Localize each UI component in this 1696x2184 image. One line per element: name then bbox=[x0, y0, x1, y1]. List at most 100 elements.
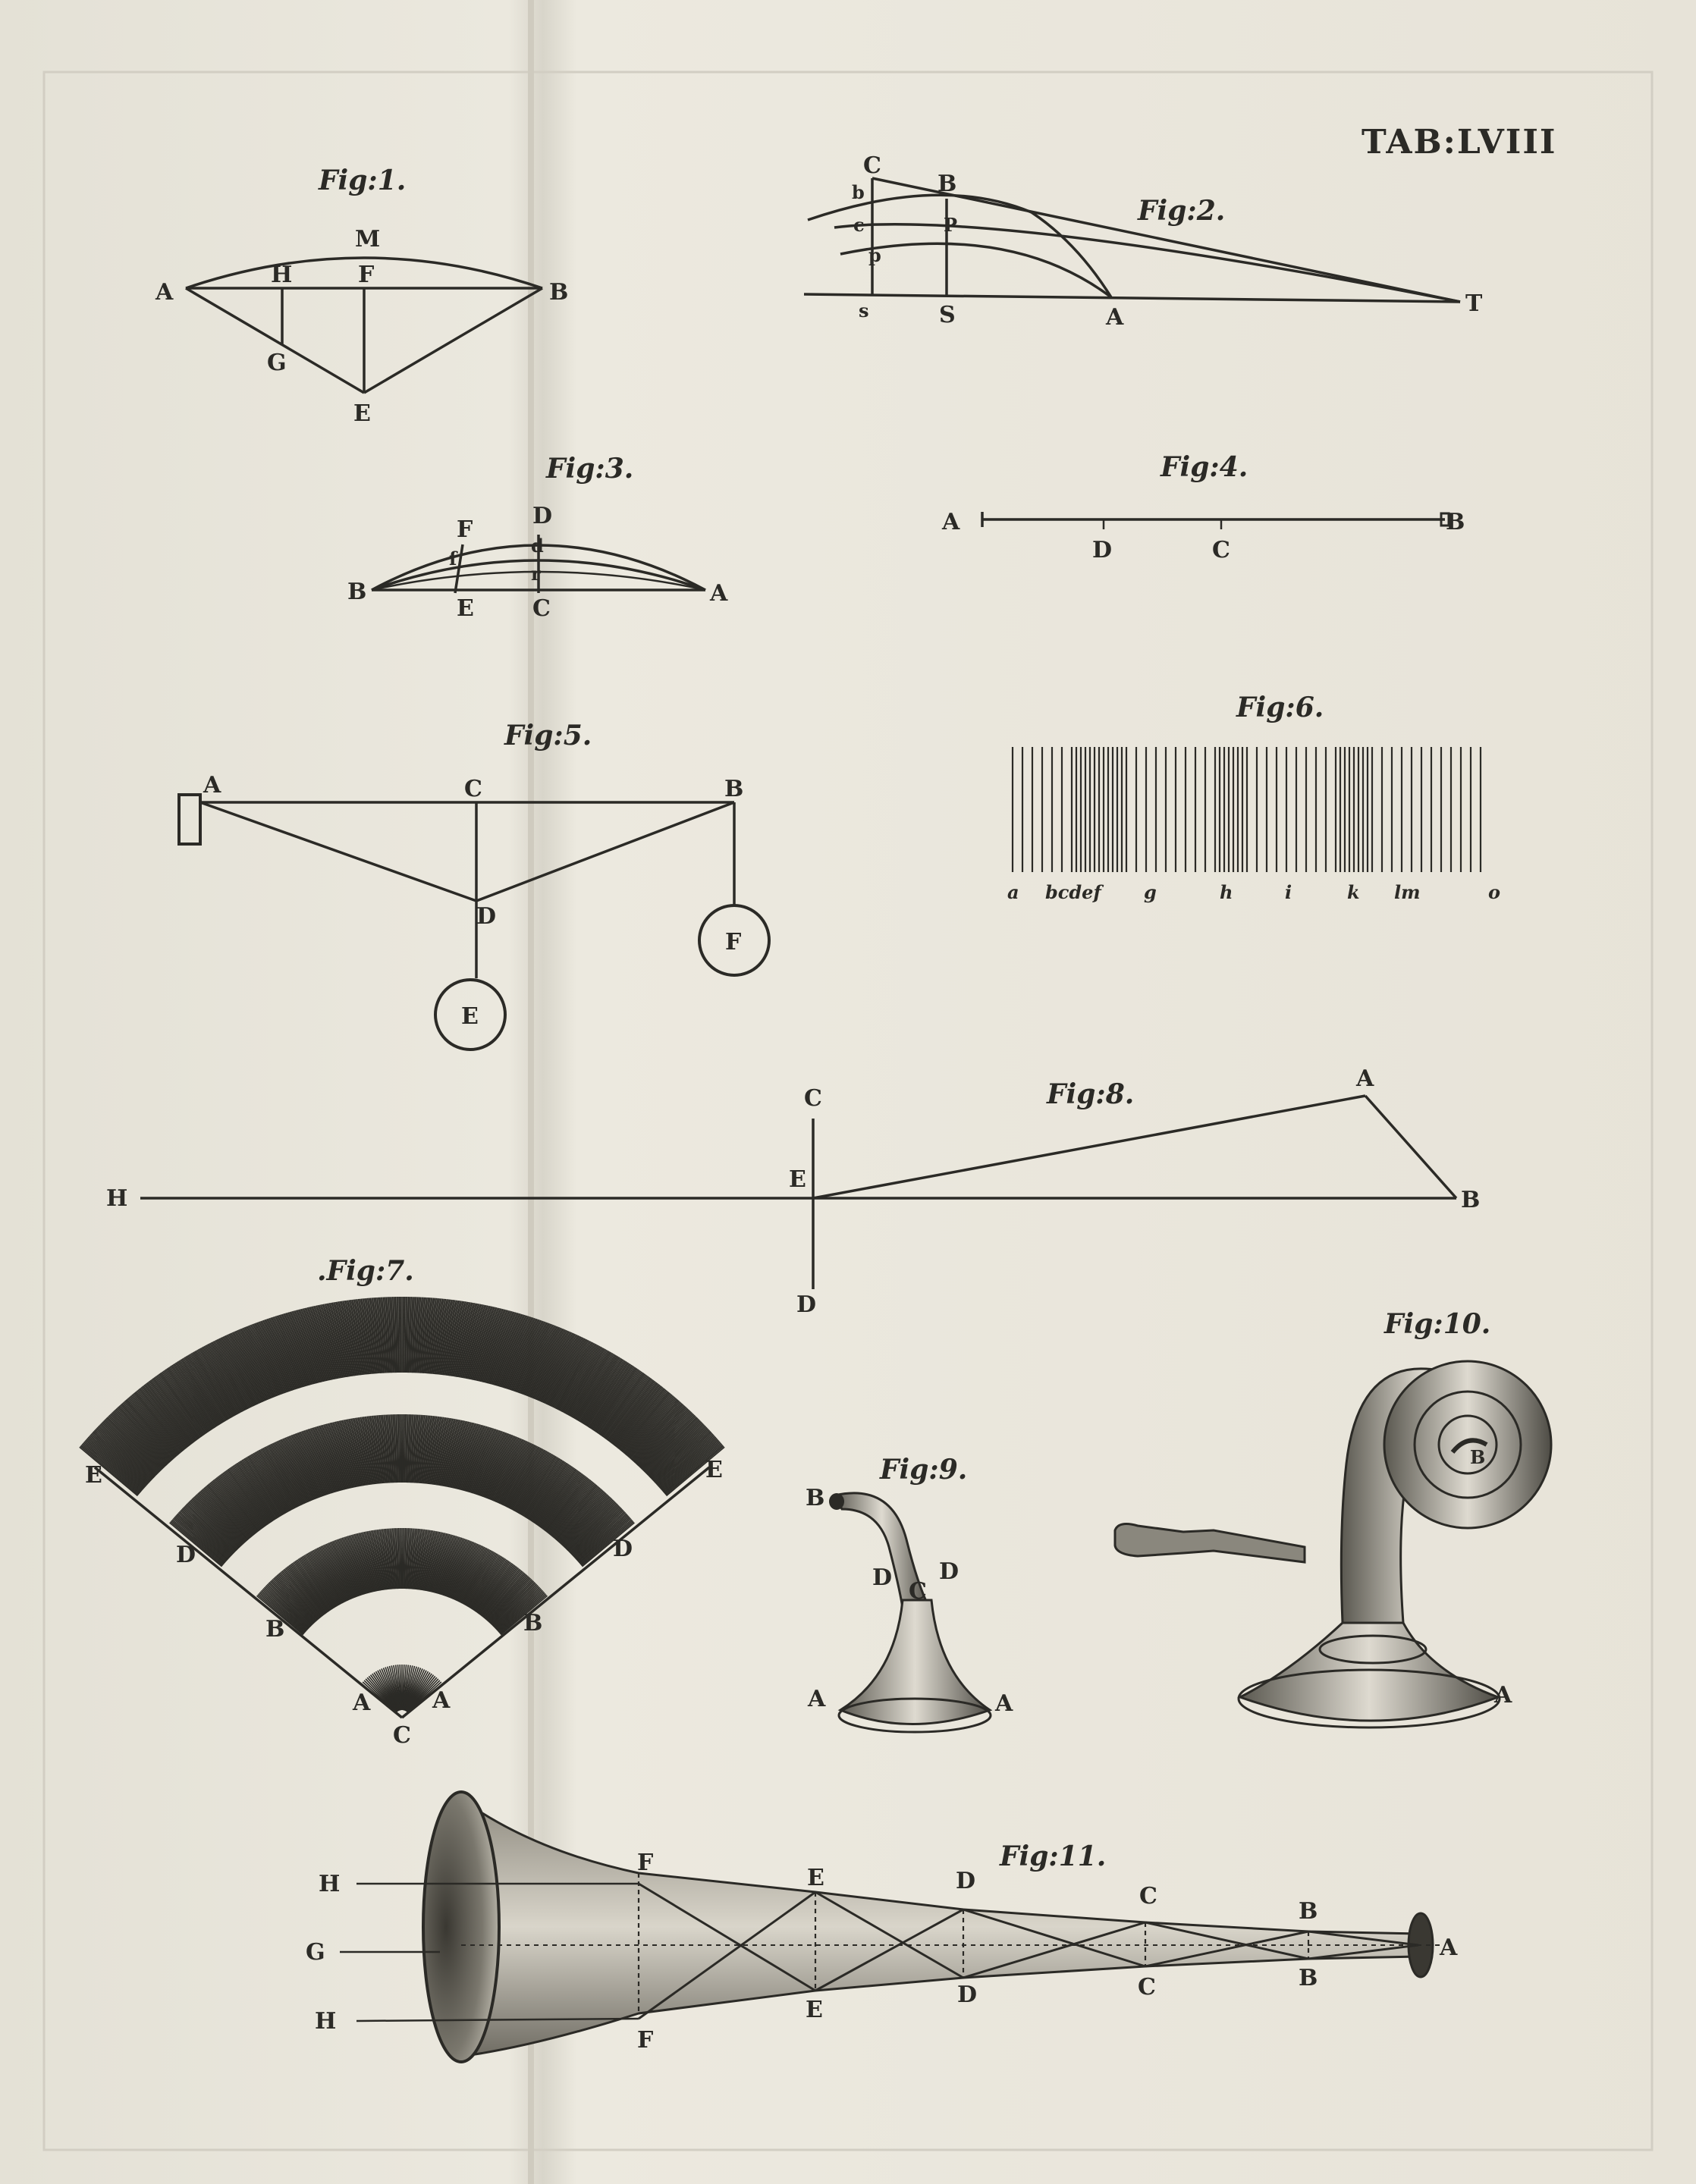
fig7-wave-stroke bbox=[413, 1297, 417, 1373]
fig7-wave-stroke bbox=[631, 1403, 683, 1461]
fig7-wave-stroke bbox=[278, 1440, 308, 1503]
fig7-wave-stroke bbox=[372, 1415, 381, 1484]
fig7-wave-stroke bbox=[222, 1472, 264, 1529]
fig7-wave-stroke bbox=[578, 1517, 631, 1564]
fig7-wave-stroke bbox=[430, 1416, 440, 1485]
fig7-wave-stroke bbox=[440, 1536, 460, 1596]
fig7-wave-stroke bbox=[604, 1376, 650, 1439]
fig7-wave-stroke bbox=[332, 1422, 350, 1489]
fig7-wave-stroke bbox=[268, 1583, 312, 1627]
fig7-wave-stroke bbox=[136, 1390, 186, 1451]
fig7-wave-stroke bbox=[437, 1535, 456, 1595]
fig7-wave-stroke bbox=[429, 1416, 438, 1485]
fig7-wave-stroke bbox=[416, 1297, 422, 1373]
fig7-wave-stroke bbox=[463, 1425, 484, 1492]
figure-11: Fig:11. H G H F F E E D D C C B B A bbox=[306, 1790, 1458, 2063]
fig7-wave-stroke bbox=[226, 1469, 268, 1527]
fig7-wave-stroke bbox=[518, 1321, 545, 1394]
fig7-wave-stroke bbox=[448, 1540, 473, 1599]
fig7-wave-stroke bbox=[432, 1533, 448, 1592]
fig7-wave-stroke bbox=[587, 1362, 630, 1427]
fig7-wave-stroke bbox=[363, 1417, 373, 1485]
fig7-wave-stroke bbox=[557, 1342, 594, 1410]
fig10-spiral-inner bbox=[1437, 1414, 1498, 1475]
fig7-wave-stroke bbox=[391, 1414, 395, 1483]
fig7-wave-stroke bbox=[463, 1550, 493, 1605]
fig7-wave-stroke bbox=[199, 1348, 237, 1416]
fig7-wave-stroke bbox=[388, 1528, 394, 1589]
fig7-wave-stroke bbox=[484, 1572, 525, 1620]
fig7-wave-stroke bbox=[201, 1347, 239, 1415]
fig7-wave-stroke bbox=[452, 1301, 465, 1377]
fig7-wave-stroke bbox=[427, 1416, 436, 1484]
fig2-label-c: C bbox=[863, 152, 881, 179]
fig7-wave-stroke bbox=[397, 1297, 400, 1373]
fig7-wave-stroke bbox=[275, 1442, 305, 1505]
fig7-wave-stroke bbox=[614, 1385, 663, 1447]
fig7-wave-stroke bbox=[451, 1420, 466, 1489]
fig7-wave-stroke bbox=[341, 1301, 353, 1376]
fig7-wave-stroke bbox=[92, 1432, 149, 1485]
fig7-wave-stroke bbox=[269, 1581, 313, 1627]
fig8-label-c: C bbox=[804, 1085, 822, 1112]
fig10-label-b: B bbox=[1470, 1446, 1485, 1468]
fig7-wave-stroke bbox=[338, 1538, 360, 1596]
fig7-wave-stroke bbox=[539, 1331, 571, 1402]
fig7-wave-stroke bbox=[570, 1350, 609, 1417]
fig7-wave-stroke bbox=[210, 1342, 247, 1410]
fig7-wave-stroke bbox=[284, 1313, 306, 1387]
fig7-wave-stroke bbox=[388, 1297, 392, 1373]
fig7-wave-stroke bbox=[550, 1337, 585, 1407]
fig11-ray-segment bbox=[1145, 1921, 1309, 1960]
fig7-wave-stroke bbox=[383, 1529, 391, 1589]
fig7-wave-stroke bbox=[601, 1374, 647, 1437]
fig7-wave-stroke bbox=[484, 1308, 504, 1383]
fig7-wave-stroke bbox=[143, 1385, 190, 1446]
fig7-wave-stroke bbox=[489, 1310, 510, 1385]
fig7-wave-stroke bbox=[457, 1423, 475, 1489]
fig1-line-be bbox=[363, 287, 543, 394]
fig7-wave-stroke bbox=[551, 1483, 596, 1537]
fig7-wave-stroke bbox=[448, 1300, 460, 1376]
fig7-wave-stroke bbox=[485, 1309, 505, 1383]
fig7-wave-stroke bbox=[216, 1339, 251, 1408]
fig7-wave-stroke bbox=[181, 1508, 232, 1557]
fig7-wave-stroke bbox=[378, 1297, 385, 1373]
fig7-wave-stroke bbox=[413, 1529, 421, 1589]
fig7-wave-stroke bbox=[459, 1302, 474, 1378]
fig7-wave-stroke bbox=[495, 1586, 541, 1630]
fig3-caption: Fig:3. bbox=[545, 453, 633, 485]
fig7-wave-stroke bbox=[649, 1423, 705, 1478]
fig7-wave-stroke bbox=[394, 1528, 399, 1589]
fig7-wave-stroke bbox=[297, 1309, 319, 1384]
fig7-wave-stroke bbox=[322, 1304, 338, 1379]
fig7-wave-stroke bbox=[159, 1373, 204, 1436]
fig7-wave-stroke bbox=[426, 1298, 433, 1374]
fig7-wave-stroke bbox=[509, 1447, 542, 1509]
fig10-handle bbox=[1113, 1523, 1306, 1564]
fig7-wave-stroke bbox=[300, 1557, 334, 1609]
fig7-wave-stroke bbox=[432, 1533, 449, 1593]
fig7-wave-stroke bbox=[368, 1298, 376, 1374]
fig7-wave-stroke bbox=[108, 1414, 163, 1470]
fig7-wave-stroke bbox=[473, 1560, 509, 1611]
fig7-wave-stroke bbox=[466, 1304, 483, 1379]
fig7-wave-stroke bbox=[507, 1316, 532, 1390]
fig7-wave-stroke bbox=[188, 1501, 237, 1551]
fig7-wave-stroke bbox=[282, 1313, 306, 1387]
fig7-wave-stroke bbox=[594, 1368, 638, 1432]
fig7-wave-stroke bbox=[474, 1561, 510, 1612]
fig7-wave-stroke bbox=[636, 1408, 689, 1465]
fig7-wave-stroke bbox=[603, 1376, 649, 1439]
fig7-wave-stroke bbox=[442, 1419, 456, 1486]
fig7-wave-stroke bbox=[452, 1542, 478, 1600]
fig7-wave-stroke bbox=[295, 1560, 331, 1611]
fig7-wave-stroke bbox=[348, 1300, 360, 1376]
fig7-wave-stroke bbox=[181, 1358, 223, 1424]
fig7-wave-stroke bbox=[565, 1347, 603, 1415]
fig7-wave-stroke bbox=[418, 1530, 428, 1590]
fig7-wave-stroke bbox=[533, 1328, 564, 1399]
fig7-wave-stroke bbox=[320, 1545, 348, 1602]
fig7-wave-stroke bbox=[630, 1401, 681, 1460]
fig7-wave-stroke bbox=[448, 1301, 461, 1376]
